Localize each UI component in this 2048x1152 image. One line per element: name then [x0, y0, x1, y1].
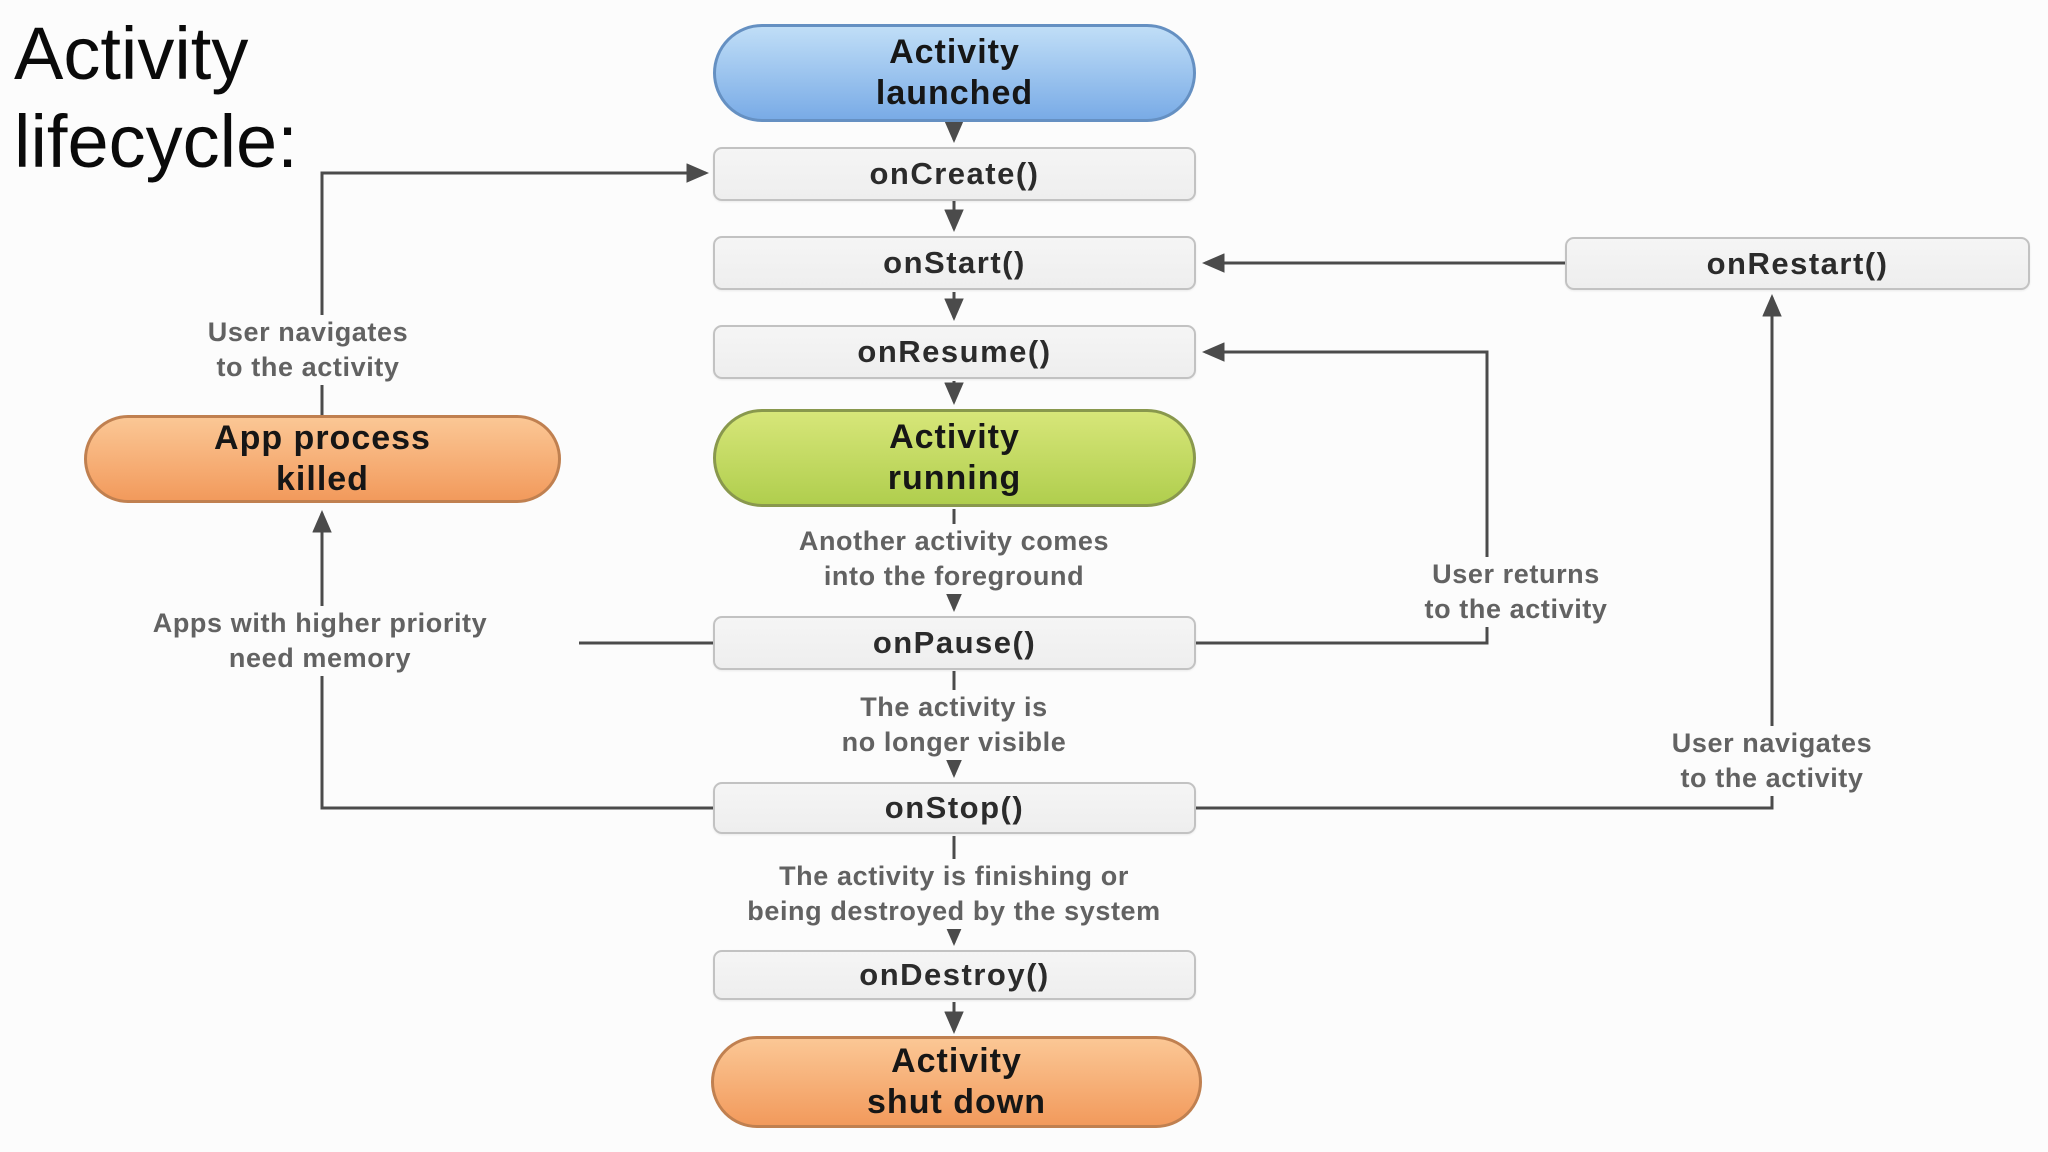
label-activity-finishing: The activity is finishing or being destr…	[739, 859, 1169, 929]
node-ondestroy: onDestroy()	[713, 950, 1196, 1000]
node-onstop: onStop()	[713, 782, 1196, 834]
arrow-onstop-to-onrestart-user-navigates	[1196, 294, 1782, 810]
node-activity-launched: Activity launched	[713, 24, 1196, 122]
label-user-navigates-left: User navigates to the activity	[199, 315, 417, 385]
node-onstart: onStart()	[713, 236, 1196, 290]
node-oncreate: onCreate()	[713, 147, 1196, 201]
label-apps-priority: Apps with higher priority need memory	[144, 606, 496, 676]
node-app-process-killed: App process killed	[84, 415, 561, 503]
label-user-navigates-right: User navigates to the activity	[1663, 726, 1881, 796]
node-activity-shut-down: Activity shut down	[711, 1036, 1202, 1128]
label-another-activity: Another activity comes into the foregrou…	[790, 524, 1118, 594]
page-title: Activity lifecycle:	[14, 12, 298, 183]
arrow-onpause-to-onresume-user-returns	[1196, 342, 1489, 645]
node-onresume: onResume()	[713, 325, 1196, 379]
node-activity-running: Activity running	[713, 409, 1196, 507]
label-user-returns: User returns to the activity	[1416, 557, 1616, 627]
node-onrestart: onRestart()	[1565, 237, 2030, 290]
node-onpause: onPause()	[713, 616, 1196, 670]
label-no-longer-visible: The activity is no longer visible	[833, 690, 1075, 760]
